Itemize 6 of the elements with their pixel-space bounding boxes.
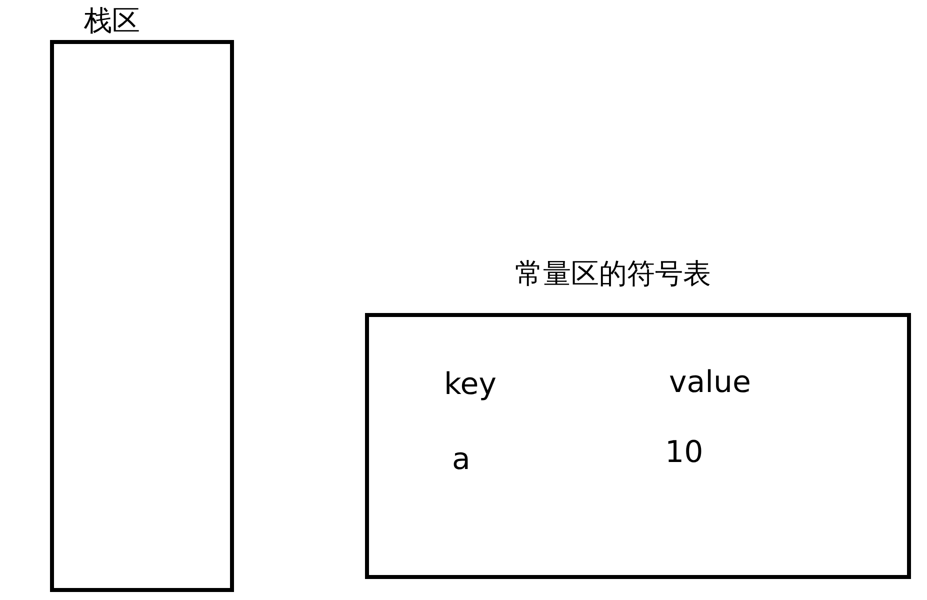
column-header: value: [669, 365, 751, 400]
column-header: key: [444, 367, 497, 402]
table-value: 10: [665, 435, 704, 470]
table-value: a: [452, 442, 470, 477]
area-heading: 栈区: [84, 3, 140, 39]
area-heading: 常量区的符号表: [515, 256, 711, 292]
